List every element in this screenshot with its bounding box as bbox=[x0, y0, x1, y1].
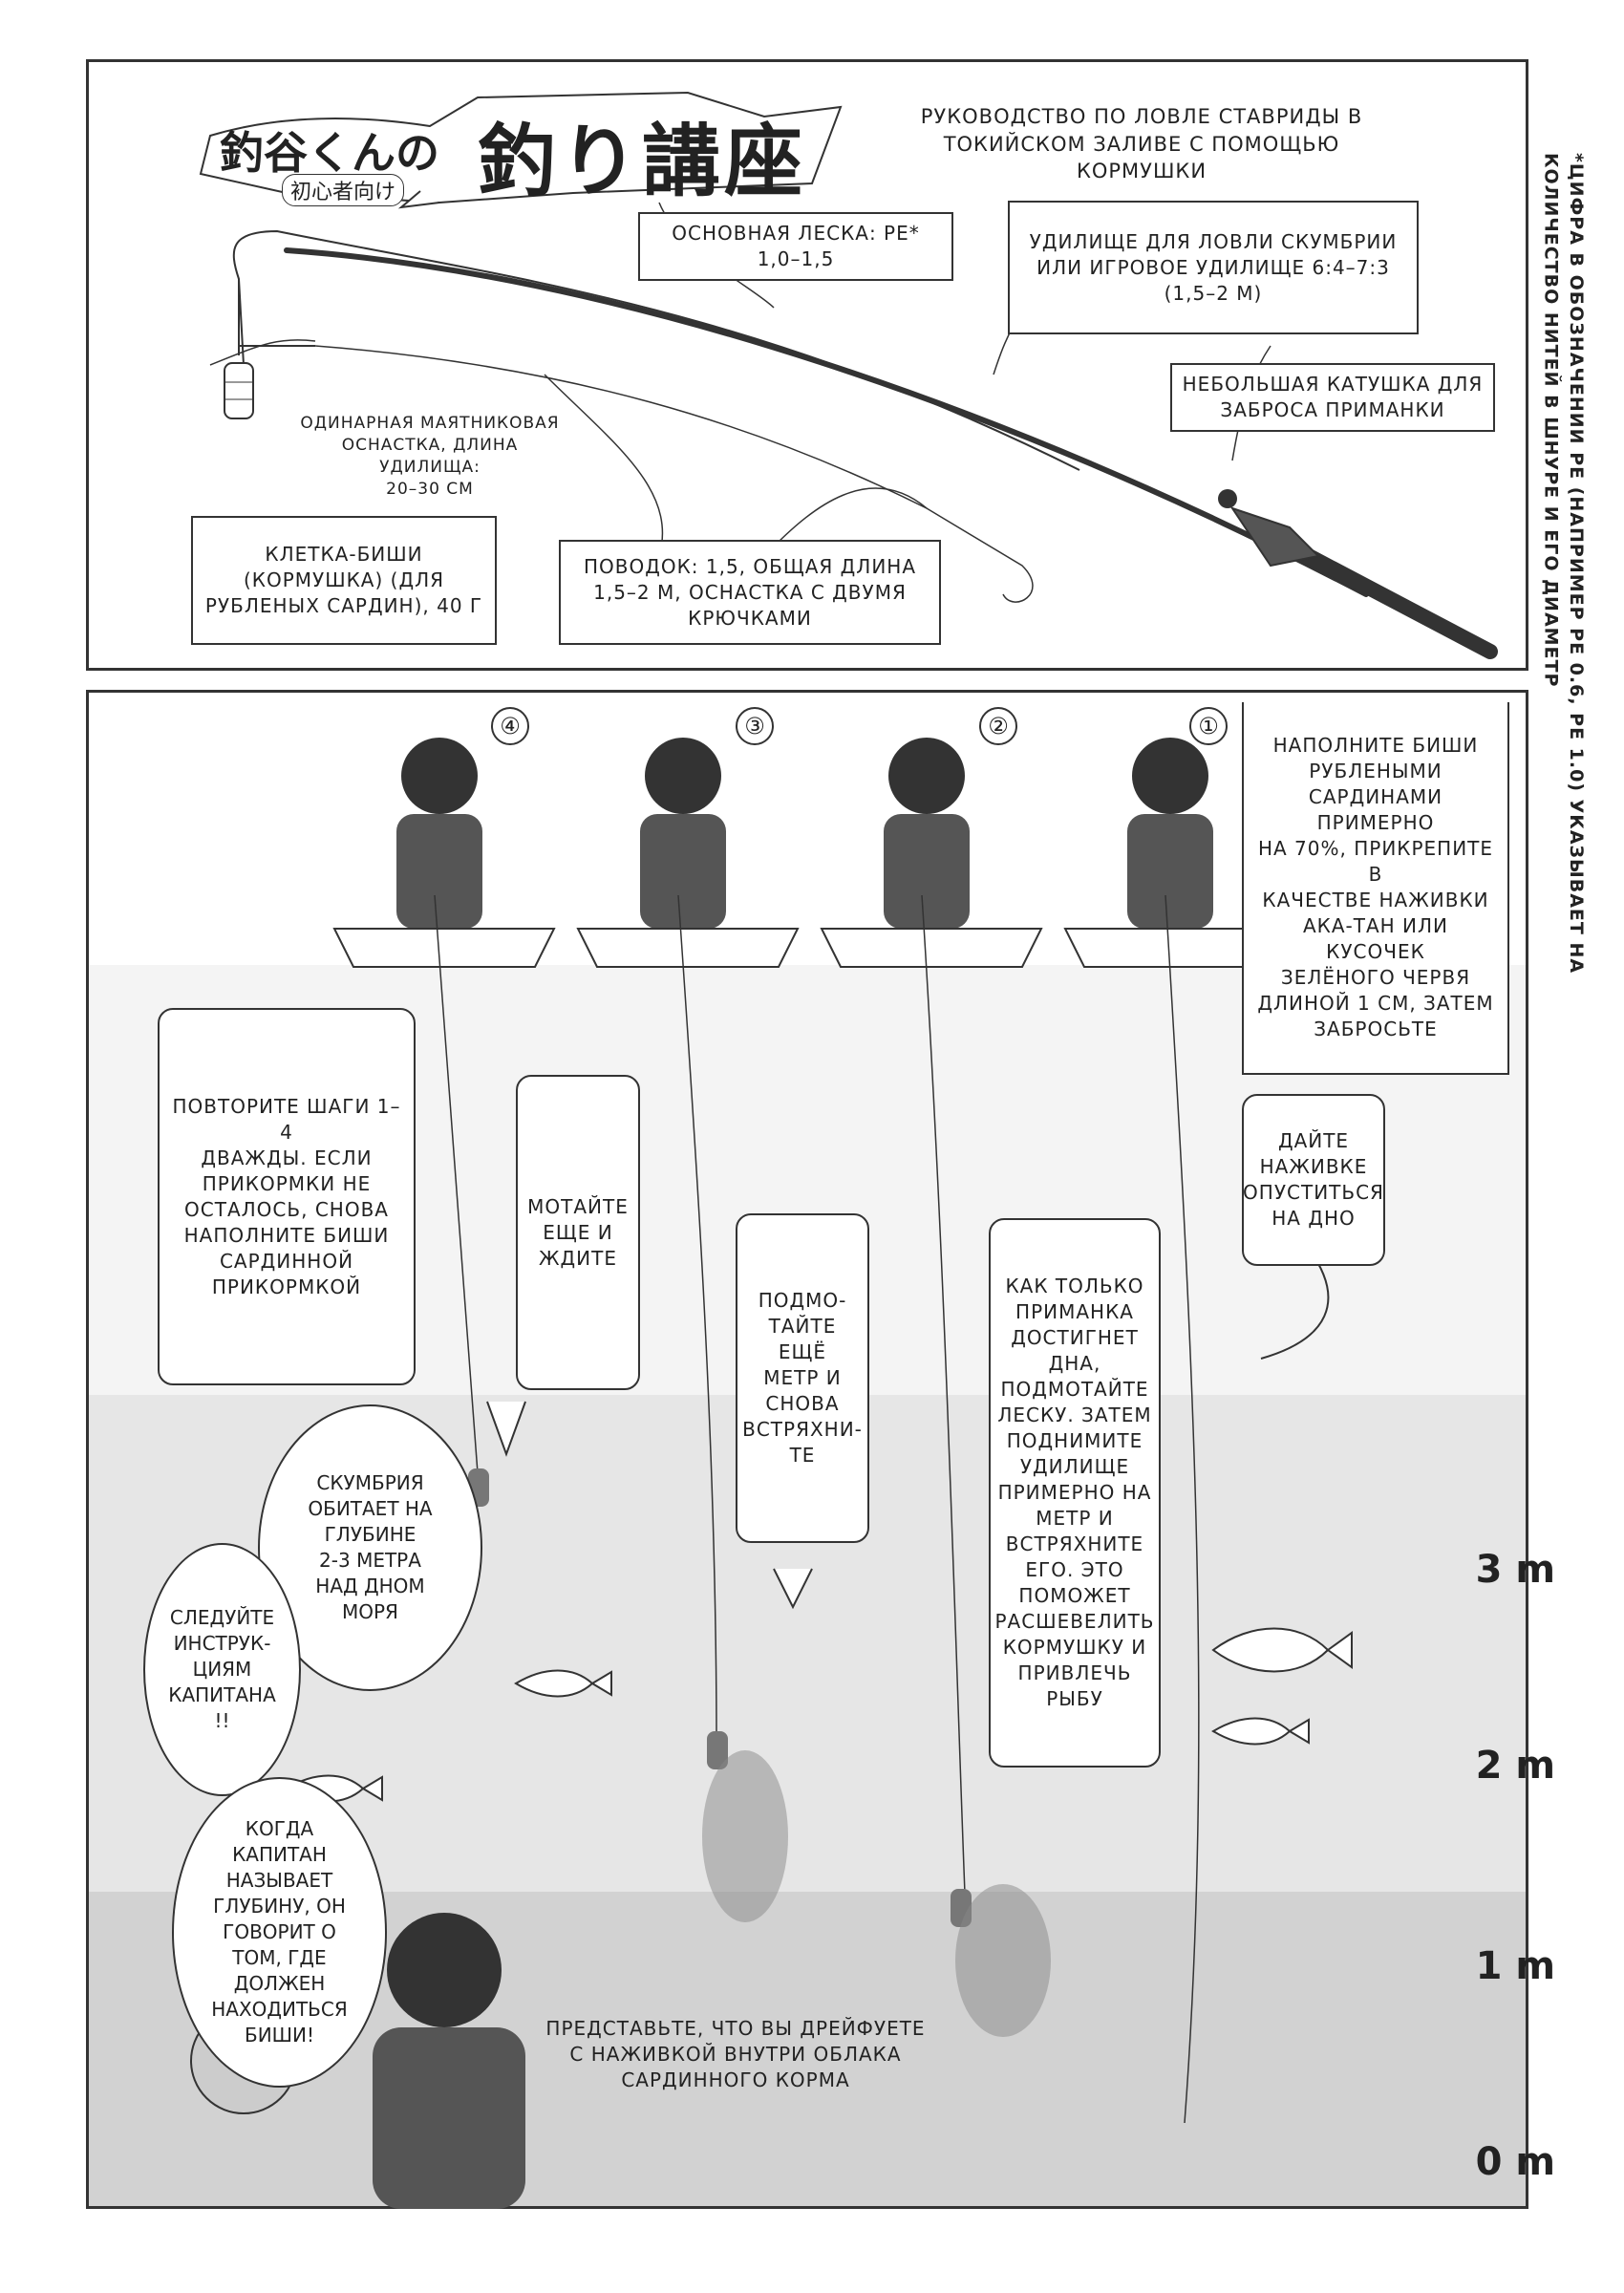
subtitle-box: РУКОВОДСТВО ПО ЛОВЛЕ СТАВРИДЫ В ТОКИЙСКО… bbox=[893, 105, 1390, 182]
depth-2m: 2 m bbox=[1475, 1744, 1555, 1788]
step-number-4: ④ bbox=[491, 707, 529, 745]
step-1-text: НАПОЛНИТЕ БИШИ РУБЛЕНЫМИ САРДИНАМИ ПРИМЕ… bbox=[1242, 702, 1509, 1075]
step-number-3: ③ bbox=[736, 707, 774, 745]
title-small: 釣谷くんの bbox=[220, 127, 439, 179]
boat-icon bbox=[576, 928, 800, 968]
leader-label: ПОВОДОК: 1,5, ОБЩАЯ ДЛИНА 1,5–2 М, ОСНАС… bbox=[559, 540, 941, 645]
step-number-2: ② bbox=[979, 707, 1017, 745]
speech-captain: СЛЕДУЙТЕ ИНСТРУК- ЦИЯМ КАПИТАНА !! bbox=[143, 1543, 301, 1796]
step-number-1: ① bbox=[1189, 707, 1228, 745]
fish-icon bbox=[514, 1669, 612, 1698]
reel-knob-icon bbox=[1218, 489, 1237, 508]
speech-biship: КОГДА КАПИТАН НАЗЫВАЕТ ГЛУБИНУ, ОН ГОВОР… bbox=[172, 1777, 387, 2088]
feeder-label: КЛЕТКА-БИШИ (КОРМУШКА) (ДЛЯ РУБЛЕНЫХ САР… bbox=[191, 516, 497, 645]
title-big: 釣り講座 bbox=[478, 116, 807, 207]
reel-label: НЕБОЛЬШАЯ КАТУШКА ДЛЯ ЗАБРОСА ПРИМАНКИ bbox=[1170, 363, 1495, 432]
arrow-down-icon bbox=[773, 1568, 813, 1610]
step-4-text: МОТАЙТЕ ЕЩЕ И ЖДИТЕ bbox=[516, 1075, 640, 1390]
fish-icon bbox=[1211, 1627, 1353, 1673]
angler-4 bbox=[332, 738, 556, 1507]
repeat-text: ПОВТОРИТЕ ШАГИ 1–4 ДВАЖДЫ. ЕСЛИ ПРИКОРМК… bbox=[158, 1008, 416, 1385]
boy-character bbox=[387, 1913, 502, 2027]
reel-body-icon bbox=[1229, 506, 1321, 568]
angler-1 bbox=[1063, 738, 1287, 2124]
footnote: *ЦИФРА В ОБОЗНАЧЕНИИ PE (НАПРИМЕР PE 0.6… bbox=[1540, 153, 1588, 975]
depth-3m: 3 m bbox=[1475, 1548, 1555, 1592]
boat-icon bbox=[820, 928, 1043, 968]
arrow-down-icon bbox=[1260, 1248, 1330, 1360]
title-sub: 初心者向け bbox=[282, 174, 405, 206]
feeder-icon bbox=[224, 362, 254, 419]
arrow-down-icon bbox=[486, 1401, 526, 1457]
angler-2 bbox=[820, 738, 1051, 2037]
angler-3 bbox=[576, 738, 800, 1922]
chum-cloud bbox=[702, 1750, 788, 1922]
fish-icon bbox=[1211, 1717, 1310, 1746]
step-3-text: ПОДМО- ТАЙТЕ ЕЩЁ МЕТР И СНОВА ВСТРЯХНИ- … bbox=[736, 1213, 869, 1543]
rod-label: УДИЛИЩЕ ДЛЯ ЛОВЛИ СКУМБРИИ ИЛИ ИГРОВОЕ У… bbox=[1008, 201, 1419, 334]
depth-1m: 1 m bbox=[1475, 1944, 1555, 1988]
step-1b-text: ДАЙТЕ НАЖИВКЕ ОПУСТИТЬСЯ НА ДНО bbox=[1242, 1094, 1385, 1266]
pendulum-label: ОДИНАРНАЯ МАЯТНИКОВАЯ ОСНАСТКА, ДЛИНА УД… bbox=[287, 409, 573, 504]
boat-icon bbox=[332, 928, 556, 968]
speech-depth: СКУМБРИЯ ОБИТАЕТ НА ГЛУБИНЕ 2-3 МЕТРА НА… bbox=[258, 1404, 482, 1691]
step-2-text: КАК ТОЛЬКО ПРИМАНКА ДОСТИГНЕТ ДНА, ПОДМО… bbox=[989, 1218, 1161, 1768]
imagine-text: ПРЕДСТАВЬТЕ, ЧТО ВЫ ДРЕЙФУЕТЕ С НАЖИВКОЙ… bbox=[545, 2016, 926, 2091]
anglers-scene bbox=[190, 738, 1353, 2209]
steps-panel bbox=[86, 690, 1528, 2209]
rig-panel bbox=[86, 59, 1528, 671]
rod-diagram bbox=[209, 202, 1498, 659]
main-line-label: ОСНОВНАЯ ЛЕСКА: PE* 1,0–1,5 bbox=[638, 212, 953, 281]
chum-cloud bbox=[955, 1884, 1051, 2037]
title-banner: 釣谷くんの 釣り講座 初心者向け bbox=[191, 78, 860, 212]
depth-0m: 0 m bbox=[1475, 2140, 1555, 2184]
feeder-icon bbox=[707, 1731, 728, 1769]
